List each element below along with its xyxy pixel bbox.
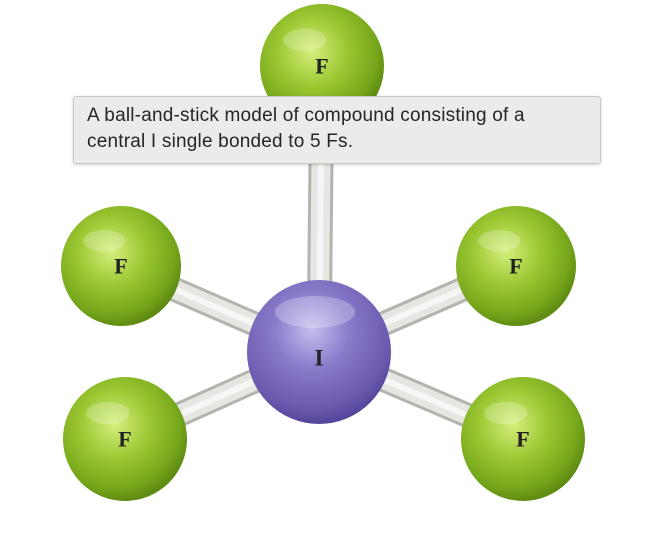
f-atom-top-symbol: F [315, 54, 328, 79]
f-atom-upper-right: F [456, 206, 576, 326]
f-atom-lower-left: F [63, 377, 187, 501]
i-atom-center: I [247, 280, 391, 424]
f-atom-upper-left-symbol: F [114, 254, 127, 279]
description-tooltip: A ball-and-stick model of compound consi… [73, 96, 601, 164]
tooltip-text: A ball-and-stick model of compound consi… [87, 105, 525, 152]
f-atom-upper-right-symbol: F [509, 254, 522, 279]
f-atom-upper-left: F [61, 206, 181, 326]
f-atom-lower-right: F [461, 377, 585, 501]
f-atom-lower-right-symbol: F [516, 427, 529, 452]
i-atom-symbol: I [315, 346, 324, 371]
f-atom-lower-left-symbol: F [118, 427, 131, 452]
